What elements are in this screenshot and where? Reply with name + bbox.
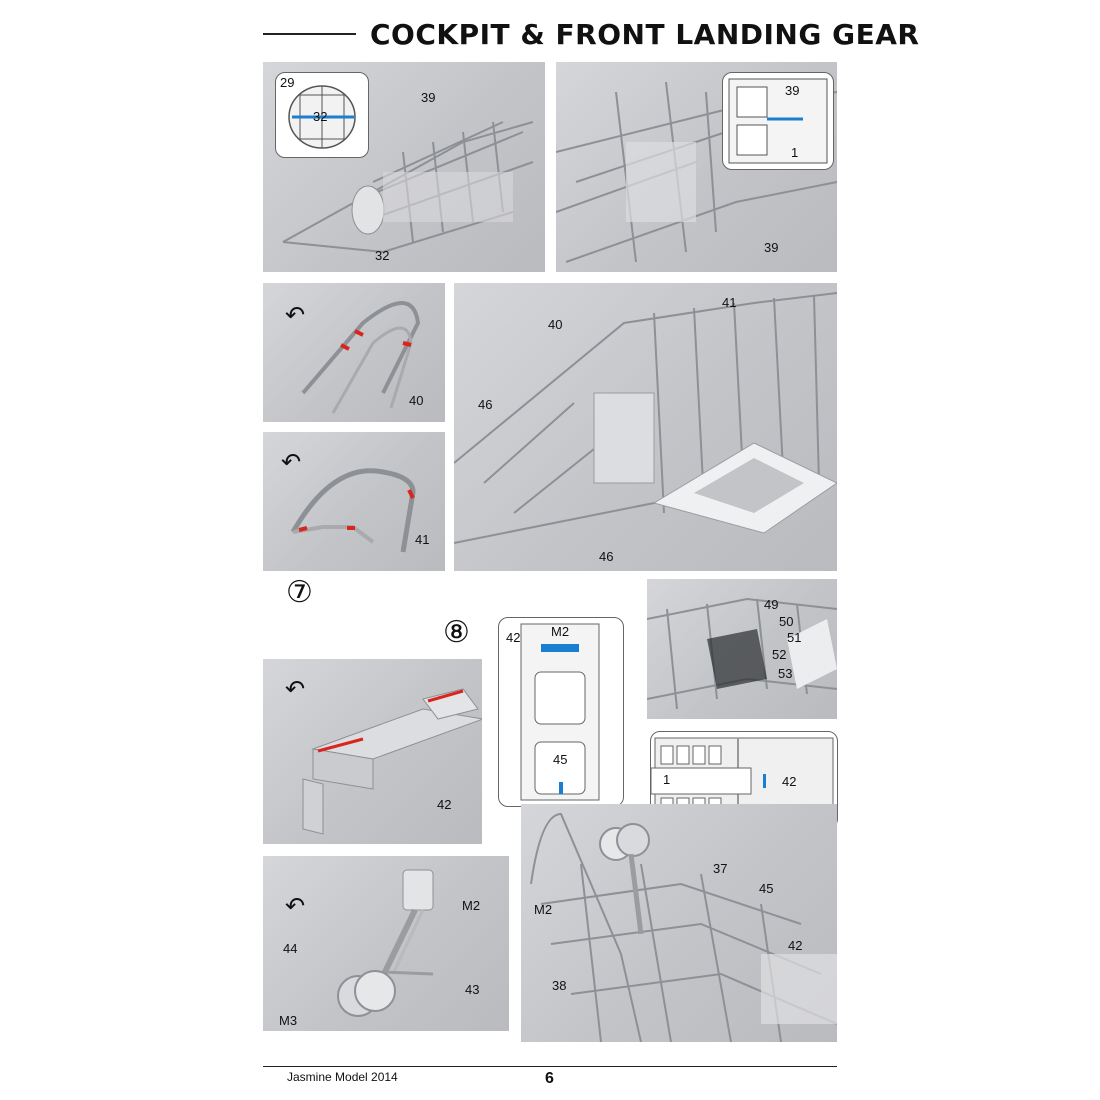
footer-rule (263, 1066, 837, 1067)
label-40: 40 (409, 393, 424, 408)
label-M2: M2 (462, 898, 481, 913)
fold-arrow-icon: ↶ (285, 302, 306, 329)
label-42: 42 (782, 774, 797, 789)
panel-gear-installed: 37 45 M2 38 42 (521, 804, 837, 1042)
fold-arrow-icon: ↶ (281, 449, 302, 476)
label-53: 53 (778, 666, 793, 681)
label-42: 42 (437, 797, 452, 812)
label-1: 1 (663, 772, 671, 787)
panel-part-42: ↶ 42 (263, 659, 482, 844)
landing-gear-illustration (337, 869, 434, 1017)
footer-brand: Jasmine Model 2014 (287, 1070, 398, 1084)
gear-installed-illustration (530, 812, 837, 1042)
panel-frame-detail: 49 50 51 52 53 (647, 579, 837, 719)
label-41: 41 (415, 532, 430, 547)
label-46: 46 (599, 549, 614, 564)
cockpit-assembly-illustration (454, 292, 837, 544)
label-45: 45 (759, 881, 774, 896)
label-49: 49 (764, 597, 779, 612)
part-40-illustration (301, 301, 421, 414)
label-46: 46 (478, 397, 493, 412)
label-42: 42 (506, 630, 521, 645)
label-M2: M2 (551, 624, 570, 639)
fold-arrow-icon: ↶ (285, 893, 306, 920)
label-37: 37 (713, 861, 728, 876)
page-number: 6 (545, 1070, 554, 1087)
frame-detail-illustration (647, 597, 837, 710)
page-title: COCKPIT & FRONT LANDING GEAR (370, 18, 920, 51)
panel-sheet-42: M2 42 45 (498, 617, 624, 807)
label-40: 40 (548, 317, 563, 332)
fuselage-side-illustration (556, 81, 837, 263)
part-39-inset: 39 1 (722, 72, 834, 170)
panel-fuselage-side: 39 1 39 (556, 62, 837, 272)
label-51: 51 (787, 630, 802, 645)
nose-frame-illustration (282, 121, 534, 254)
label-41: 41 (722, 295, 737, 310)
label-43: 43 (465, 982, 480, 997)
fold-arrow-icon: ↶ (285, 676, 306, 703)
label-32: 32 (375, 248, 390, 263)
label-32: 32 (313, 109, 328, 124)
label-39: 39 (785, 83, 800, 98)
step-8-number: ⑧ (443, 615, 470, 650)
label-38: 38 (552, 978, 567, 993)
panel-part-41: ↶ 41 (263, 432, 445, 571)
label-39: 39 (421, 90, 436, 105)
header-rule (263, 33, 356, 35)
panel-cockpit-assembly: 40 41 46 46 (454, 283, 837, 571)
sheet-42-diagram (520, 623, 600, 801)
label-M3: M3 (279, 1013, 298, 1028)
step-7-number: ⑦ (286, 575, 313, 610)
label-42: 42 (788, 938, 803, 953)
panel-nose-frame: 29 32 39 32 (263, 62, 545, 272)
part-41-illustration (290, 468, 416, 553)
panel-landing-gear: ↶ M2 44 43 M3 (263, 856, 509, 1031)
label-29: 29 (280, 75, 295, 90)
panel-part-40: ↶ 40 (263, 283, 445, 422)
label-M2: M2 (534, 902, 553, 917)
bulkhead-inset: 29 32 (275, 72, 369, 158)
label-39: 39 (764, 240, 779, 255)
label-44: 44 (283, 941, 298, 956)
label-52: 52 (772, 647, 787, 662)
part-42-illustration (302, 688, 482, 835)
label-50: 50 (779, 614, 794, 629)
label-45: 45 (553, 752, 568, 767)
label-1: 1 (791, 145, 799, 160)
